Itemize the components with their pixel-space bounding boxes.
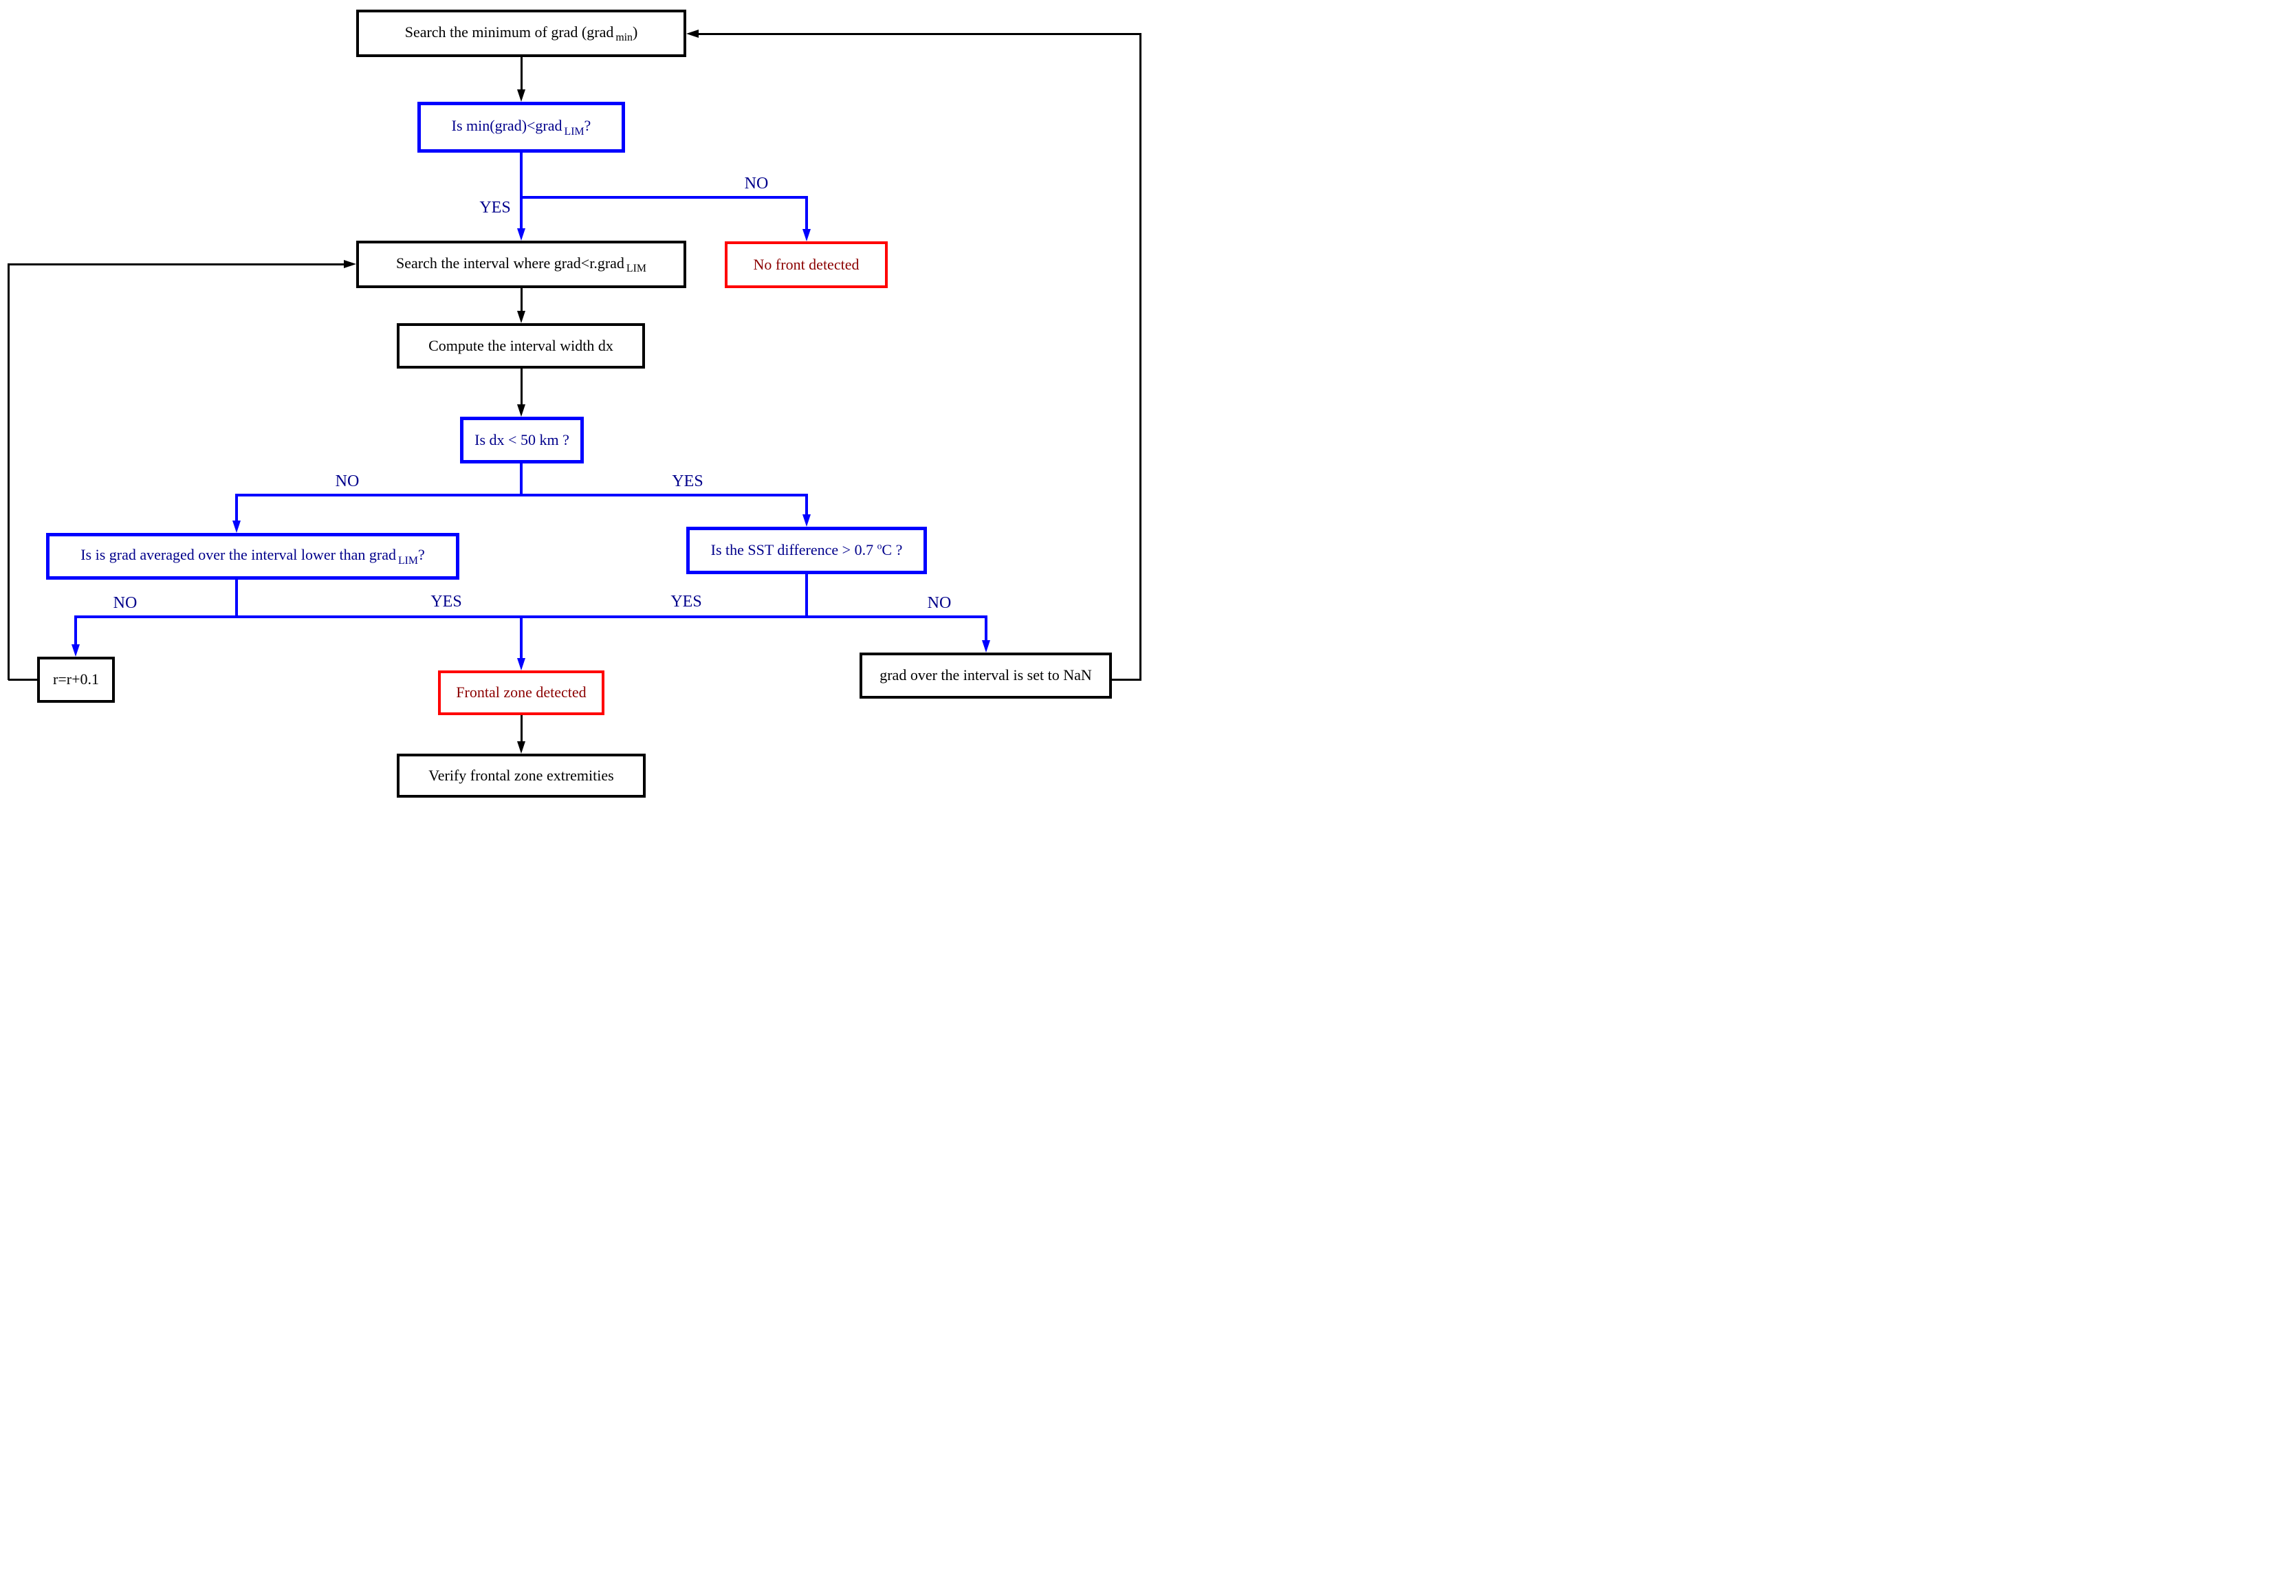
node-search-minimum-text: Search the minimum of grad (grad [404, 23, 614, 41]
subscript-min: min [615, 32, 633, 44]
arrowhead-into-compute [517, 311, 525, 323]
node-no-front-detected-text: No front detected [753, 255, 860, 273]
node-question-dx-text: Is dx < 50 km ? [474, 430, 569, 448]
arrowhead-into-qmin [517, 89, 525, 102]
node-no-front-detected: No front detected [725, 241, 888, 288]
feedback-loop-r-vertical [8, 263, 10, 680]
arrowhead-into-nan [982, 640, 990, 653]
node-question-dx: Is dx < 50 km ? [460, 417, 584, 463]
node-frontal-zone-detected: Frontal zone detected [438, 670, 604, 715]
branch-label-no: NO [744, 175, 769, 193]
node-set-nan: grad over the interval is set to NaN [860, 653, 1112, 699]
node-frontal-zone-detected-text: Frontal zone detected [456, 684, 587, 701]
flow-line-search-to-compute [521, 288, 523, 311]
arrowhead-into-frontal [517, 658, 525, 670]
arrowhead-into-qdx [517, 404, 525, 417]
arrowhead-loop-into-top [686, 30, 699, 38]
flow-line-frontal-to-verify [521, 715, 523, 741]
branch-label-yes: YES [479, 199, 511, 217]
node-verify-extremities: Verify frontal zone extremities [397, 754, 646, 798]
branch-line-qsst-exit [805, 574, 808, 618]
node-set-nan-text: grad over the interval is set to NaN [879, 666, 1092, 684]
node-question-sst-difference-text: Is the SST difference > 0.7 [710, 541, 877, 559]
feedback-loop-nan-stub [1112, 679, 1141, 681]
feedback-loop-r-stub [8, 679, 37, 681]
node-compute-width-text: Compute the interval width dx [428, 336, 613, 354]
branch-label-yes: YES [430, 593, 462, 611]
arrowhead-into-qavg [232, 521, 241, 533]
node-question-grad-averaged: Is is grad averaged over the interval lo… [46, 533, 459, 580]
branch-line-drop-to-r [74, 615, 77, 644]
branch-line-lower-split [74, 615, 987, 618]
node-compute-width: Compute the interval width dx [397, 323, 645, 369]
node-question-grad-averaged-text: Is is grad averaged over the interval lo… [80, 546, 396, 564]
subscript-lim: LIM [564, 125, 584, 138]
branch-line-qdx-yes-vertical [805, 494, 808, 514]
branch-line-qmin-no-vertical [805, 196, 808, 229]
branch-line-qmin-yes [520, 153, 523, 228]
feedback-loop-r-horizontal [8, 263, 344, 265]
degree-symbol: o [877, 540, 882, 551]
arrowhead-into-verify [517, 741, 525, 754]
arrowhead-into-r [72, 644, 80, 657]
flow-line-compute-to-qdx [521, 369, 523, 404]
node-increment-r: r=r+0.1 [37, 657, 115, 703]
branch-line-qdx-no-vertical [235, 494, 238, 521]
branch-line-drop-to-frontal [520, 615, 523, 658]
flow-line-top-to-qmin [521, 57, 523, 89]
branch-label-yes: YES [672, 472, 703, 490]
node-verify-extremities-text: Verify frontal zone extremities [428, 766, 614, 784]
branch-label-no: NO [335, 472, 360, 490]
branch-label-no: NO [927, 594, 952, 612]
arrowhead-loop-into-search [344, 260, 356, 268]
branch-line-qavg-exit [235, 579, 238, 618]
feedback-loop-nan-vertical [1139, 33, 1141, 680]
subscript-lim: LIM [397, 554, 418, 567]
node-search-interval-text: Search the interval where grad<r.grad [396, 254, 624, 272]
feedback-loop-nan-horizontal [699, 33, 1141, 35]
node-question-min-grad-text: Is min(grad)<grad [451, 117, 562, 135]
branch-label-yes: YES [670, 593, 702, 611]
arrowhead-no-into-nofront [802, 229, 811, 241]
node-increment-r-text: r=r+0.1 [53, 670, 99, 688]
branch-line-qdx-exit [520, 463, 523, 496]
branch-line-drop-to-nan [985, 615, 987, 640]
subscript-lim: LIM [626, 263, 646, 275]
node-question-sst-difference: Is the SST difference > 0.7 oC ? [686, 527, 927, 574]
arrowhead-into-qsst [802, 514, 811, 527]
branch-line-qdx-split [235, 494, 808, 496]
branch-line-qmin-no-horizontal [520, 196, 808, 199]
branch-label-no: NO [113, 594, 138, 612]
arrowhead-yes-into-search [517, 228, 525, 241]
